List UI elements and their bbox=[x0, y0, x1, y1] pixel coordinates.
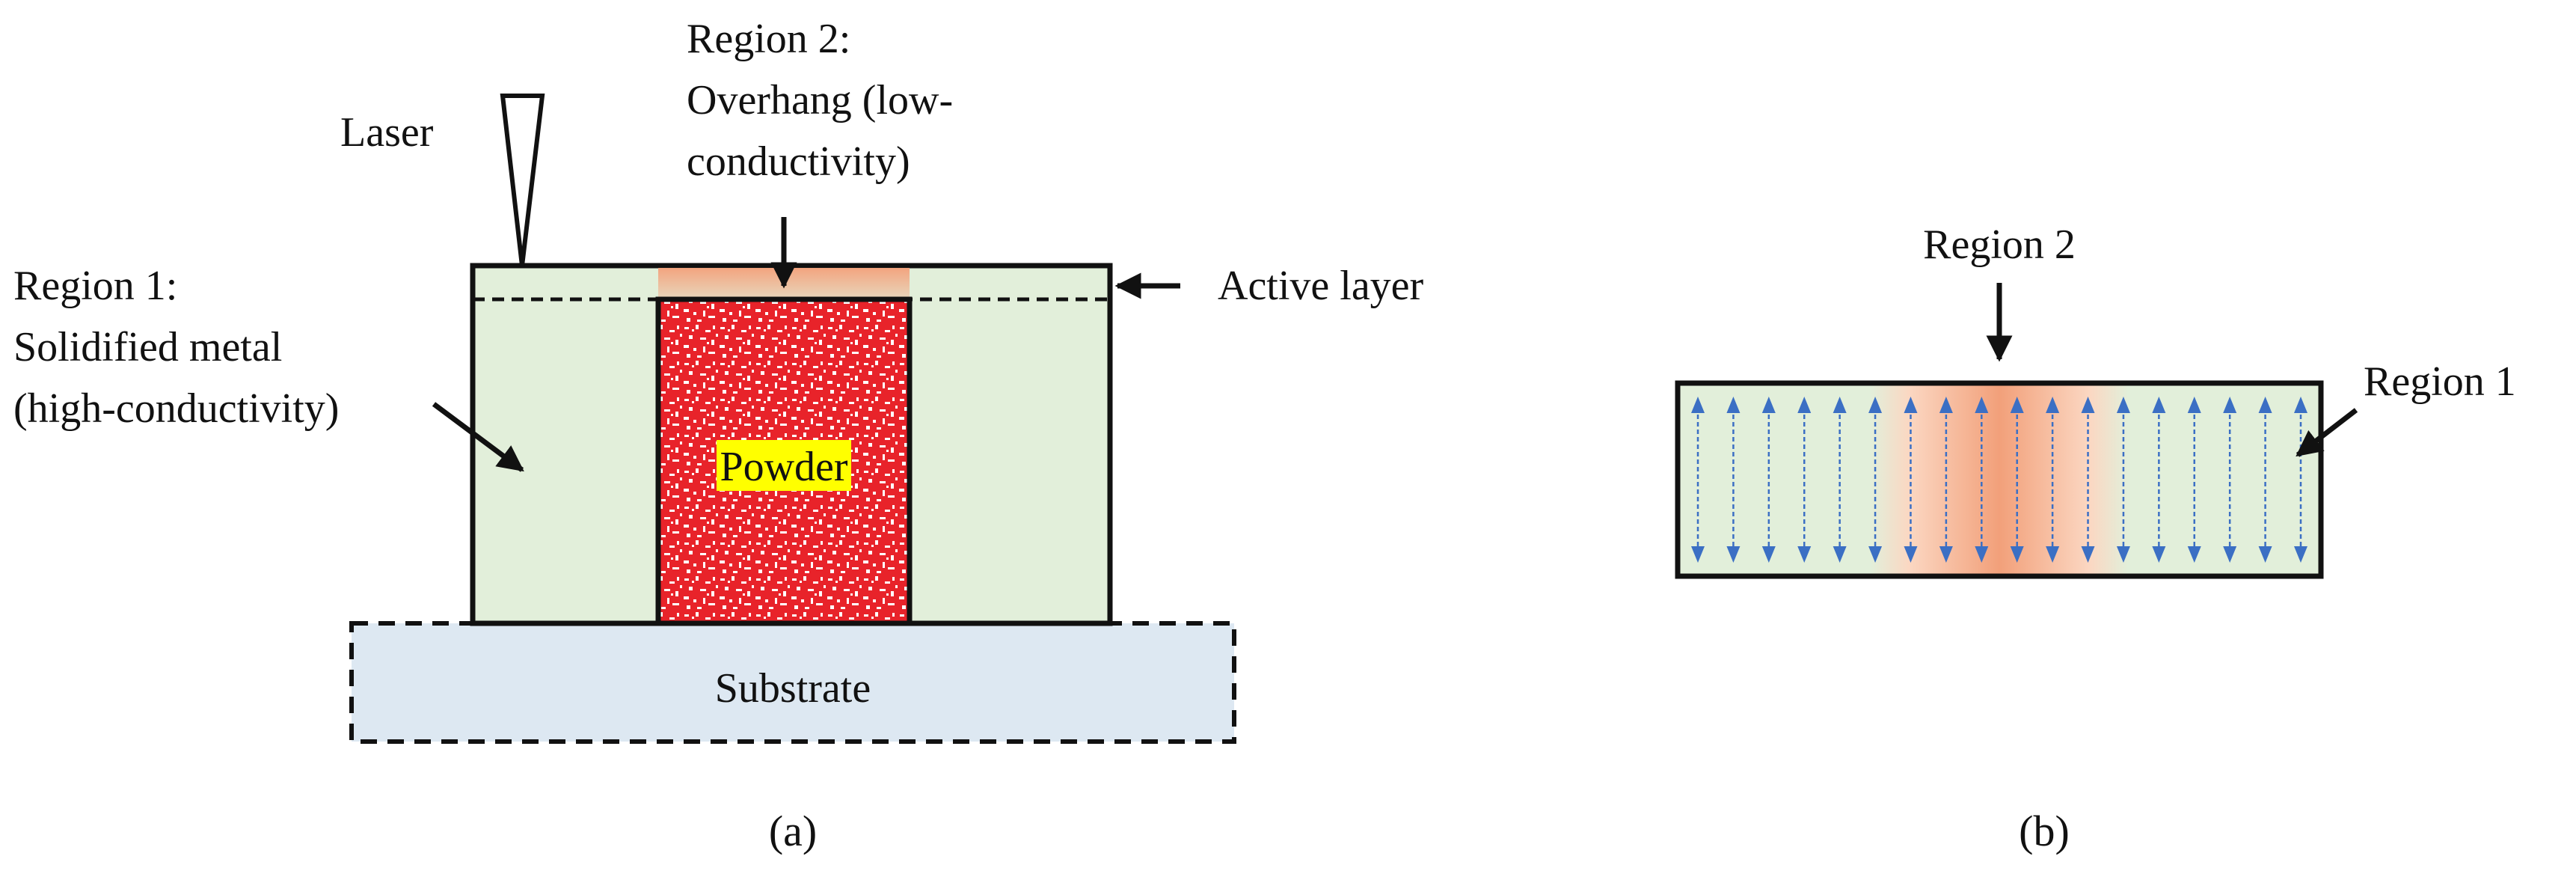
region1-solid-metal-label: Region 1: Solidified metal (high-conduct… bbox=[13, 263, 339, 432]
region1-label-line-3: (high-conductivity) bbox=[13, 385, 339, 432]
powder-label: Powder bbox=[720, 444, 847, 490]
region2-label-line-2: Overhang (low- bbox=[687, 77, 953, 123]
scan-arrowhead-up bbox=[1975, 397, 1989, 413]
caption-a: (a) bbox=[769, 807, 817, 855]
scan-arrowhead-down bbox=[2010, 546, 2024, 563]
panel-a: Substrate Powder Laser Region 2: Overhan… bbox=[13, 16, 1424, 855]
region2-label-b: Region 2 bbox=[1923, 221, 2076, 268]
scan-arrowhead-up bbox=[1833, 397, 1847, 413]
laser-label: Laser bbox=[340, 109, 434, 156]
scan-arrowhead-down bbox=[1904, 546, 1918, 563]
scan-arrowhead-down bbox=[2294, 546, 2307, 563]
scan-arrowhead-down bbox=[1797, 546, 1812, 563]
scan-vectors bbox=[1691, 397, 2307, 563]
scan-arrowhead-down bbox=[1868, 546, 1883, 563]
scan-arrowhead-down bbox=[1691, 546, 1705, 563]
scan-arrowhead-up bbox=[2081, 397, 2095, 413]
layer-top-view bbox=[1675, 380, 2324, 579]
scan-arrowhead-up bbox=[1868, 397, 1883, 413]
scan-arrowhead-down bbox=[2187, 546, 2201, 563]
scan-arrowhead-up bbox=[1726, 397, 1741, 413]
scan-arrowhead-up bbox=[1761, 397, 1776, 413]
scan-arrowhead-up bbox=[1691, 397, 1705, 413]
region1-label-b: Region 1 bbox=[2364, 358, 2516, 405]
scan-arrowhead-up bbox=[2152, 397, 2166, 413]
region2-label-line-3: conductivity) bbox=[687, 138, 910, 185]
scan-arrowhead-up bbox=[2116, 397, 2130, 413]
scan-arrowhead-down bbox=[2223, 546, 2237, 563]
scan-arrowhead-down bbox=[1761, 546, 1776, 563]
region1-label-line-2: Solidified metal bbox=[13, 324, 282, 370]
scan-arrowhead-up bbox=[2046, 397, 2060, 413]
region1-pointer-arrow bbox=[432, 402, 524, 472]
scan-arrowhead-down bbox=[1975, 546, 1989, 563]
scan-arrowhead-down bbox=[1939, 546, 1953, 563]
scan-arrowhead-up bbox=[2223, 397, 2237, 413]
caption-b: (b) bbox=[2019, 807, 2070, 855]
scan-arrowhead-down bbox=[2116, 546, 2130, 563]
scan-arrowhead-up bbox=[2187, 397, 2201, 413]
scan-arrowhead-down bbox=[2046, 546, 2060, 563]
region1-pointer-arrow-b bbox=[2296, 408, 2358, 457]
laser-beam-icon bbox=[500, 94, 545, 266]
substrate-block bbox=[349, 621, 1236, 744]
scan-arrowhead-up bbox=[1797, 397, 1812, 413]
region1-label-line-1: Region 1: bbox=[13, 263, 177, 309]
scan-arrowhead-down bbox=[1833, 546, 1847, 563]
scan-arrowhead-up bbox=[1904, 397, 1918, 413]
panel-b: Region 2 Region 1 (b) bbox=[1675, 221, 2516, 855]
powder-label-bg bbox=[717, 440, 851, 491]
scan-arrowhead-down bbox=[2258, 546, 2272, 563]
substrate-label: Substrate bbox=[715, 665, 871, 712]
scan-arrowhead-up bbox=[2294, 397, 2307, 413]
scan-arrowhead-down bbox=[1726, 546, 1741, 563]
scan-arrowhead-up bbox=[1939, 397, 1953, 413]
scan-arrowhead-up bbox=[2010, 397, 2024, 413]
region2-label-line-1: Region 2: bbox=[687, 16, 850, 62]
scan-arrowhead-down bbox=[2081, 546, 2095, 563]
region2-overhang-label: Region 2: Overhang (low- conductivity) bbox=[687, 16, 963, 185]
scan-arrowhead-down bbox=[2152, 546, 2166, 563]
scan-arrowhead-up bbox=[2258, 397, 2272, 413]
active-layer-label: Active layer bbox=[1218, 263, 1424, 309]
